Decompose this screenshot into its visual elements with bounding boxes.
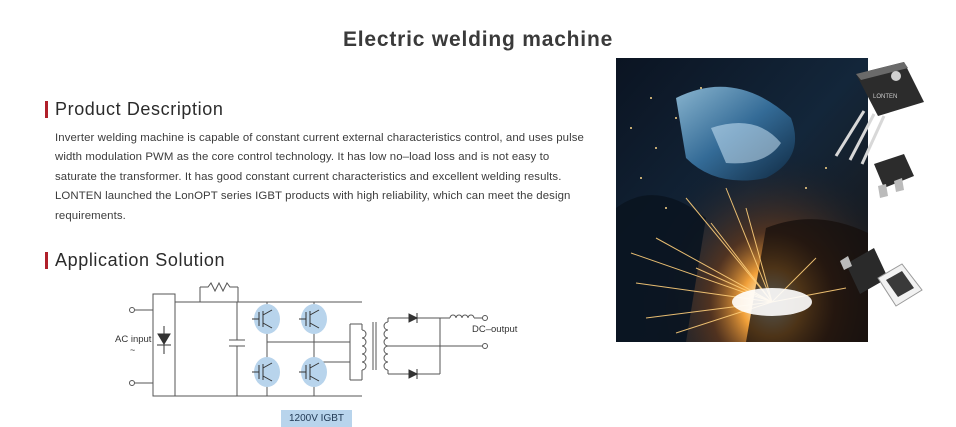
dpak-package-icon	[874, 154, 914, 198]
welding-photo	[616, 58, 868, 342]
dc-output-label: DC–output	[472, 324, 518, 335]
product-description-text: Inverter welding machine is capable of c…	[55, 129, 587, 226]
product-description-heading: Product Description	[45, 99, 223, 120]
to247-package-icon: LONTEN	[834, 62, 924, 165]
application-solution-heading: Application Solution	[45, 250, 225, 271]
heading-text: Application Solution	[55, 250, 226, 270]
igbt-badge: 1200V IGBT	[281, 410, 352, 427]
component-packages: LONTEN	[834, 62, 924, 307]
ac-input-label: AC input	[115, 334, 152, 345]
circuit-diagram: AC input ~ DC–output	[115, 282, 518, 397]
description-paragraph: Inverter welding machine is capable of c…	[55, 132, 584, 183]
to263-package-icon	[840, 248, 888, 294]
dfn-package-icon	[877, 263, 923, 307]
heading-accent-bar	[45, 101, 48, 118]
description-paragraph: LONTEN launched the LonOPT series IGBT p…	[55, 190, 571, 222]
heading-text: Product Description	[55, 99, 224, 119]
heading-accent-bar	[45, 252, 48, 269]
brand-mark: LONTEN	[873, 94, 897, 100]
ac-symbol: ~	[130, 345, 135, 355]
page-title: Electric welding machine	[342, 28, 614, 51]
